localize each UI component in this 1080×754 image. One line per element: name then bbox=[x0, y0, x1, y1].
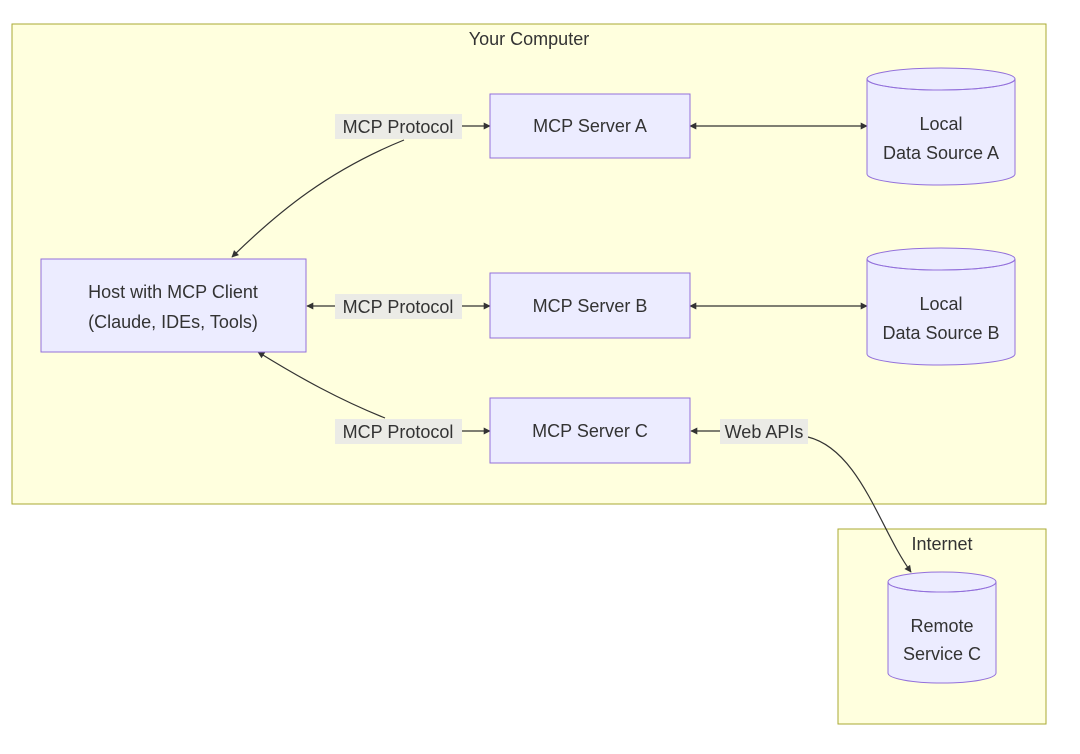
cluster-internet: Internet bbox=[837, 528, 1047, 725]
node-data-b-line-1: Local bbox=[919, 294, 962, 314]
edge-label-web-apis: Web APIs bbox=[720, 419, 808, 444]
edge-webapis-to-remote bbox=[807, 436, 912, 573]
edges bbox=[231, 122, 912, 573]
node-data-a-line-2: Data Source A bbox=[883, 143, 999, 163]
node-server-c: MCP Server C bbox=[489, 397, 691, 464]
node-server-a-label: MCP Server A bbox=[533, 116, 647, 136]
node-remote-line-2: Service C bbox=[903, 644, 981, 664]
edge-label-text: MCP Protocol bbox=[343, 422, 454, 442]
node-host: Host with MCP Client (Claude, IDEs, Tool… bbox=[40, 258, 307, 353]
node-remote-line-1: Remote bbox=[910, 616, 973, 636]
node-host-line-2: (Claude, IDEs, Tools) bbox=[88, 312, 258, 332]
node-server-b: MCP Server B bbox=[489, 272, 691, 339]
node-local-data-source-b: Local Data Source B bbox=[866, 247, 1016, 366]
node-server-b-label: MCP Server B bbox=[533, 296, 648, 316]
node-data-a-line-1: Local bbox=[919, 114, 962, 134]
node-data-b-line-2: Data Source B bbox=[882, 323, 999, 343]
edge-label-host-server-c: MCP Protocol bbox=[335, 419, 462, 444]
edge-label-host-server-b: MCP Protocol bbox=[335, 294, 462, 319]
node-host-line-1: Host with MCP Client bbox=[88, 282, 258, 302]
node-local-data-source-a: Local Data Source A bbox=[866, 67, 1016, 186]
cluster-title-your-computer: Your Computer bbox=[469, 29, 589, 49]
edge-label-text: MCP Protocol bbox=[343, 297, 454, 317]
node-server-c-label: MCP Server C bbox=[532, 421, 648, 441]
edge-label-text: Web APIs bbox=[725, 422, 804, 442]
node-remote-service-c: Remote Service C bbox=[887, 571, 997, 684]
node-server-a: MCP Server A bbox=[489, 93, 691, 159]
edge-label-text: MCP Protocol bbox=[343, 117, 454, 137]
edge-host-to-server-a-curve bbox=[231, 139, 405, 258]
edge-label-host-server-a: MCP Protocol bbox=[335, 114, 462, 139]
edge-host-to-server-c-curve bbox=[257, 351, 386, 419]
cluster-title-internet: Internet bbox=[911, 534, 972, 554]
